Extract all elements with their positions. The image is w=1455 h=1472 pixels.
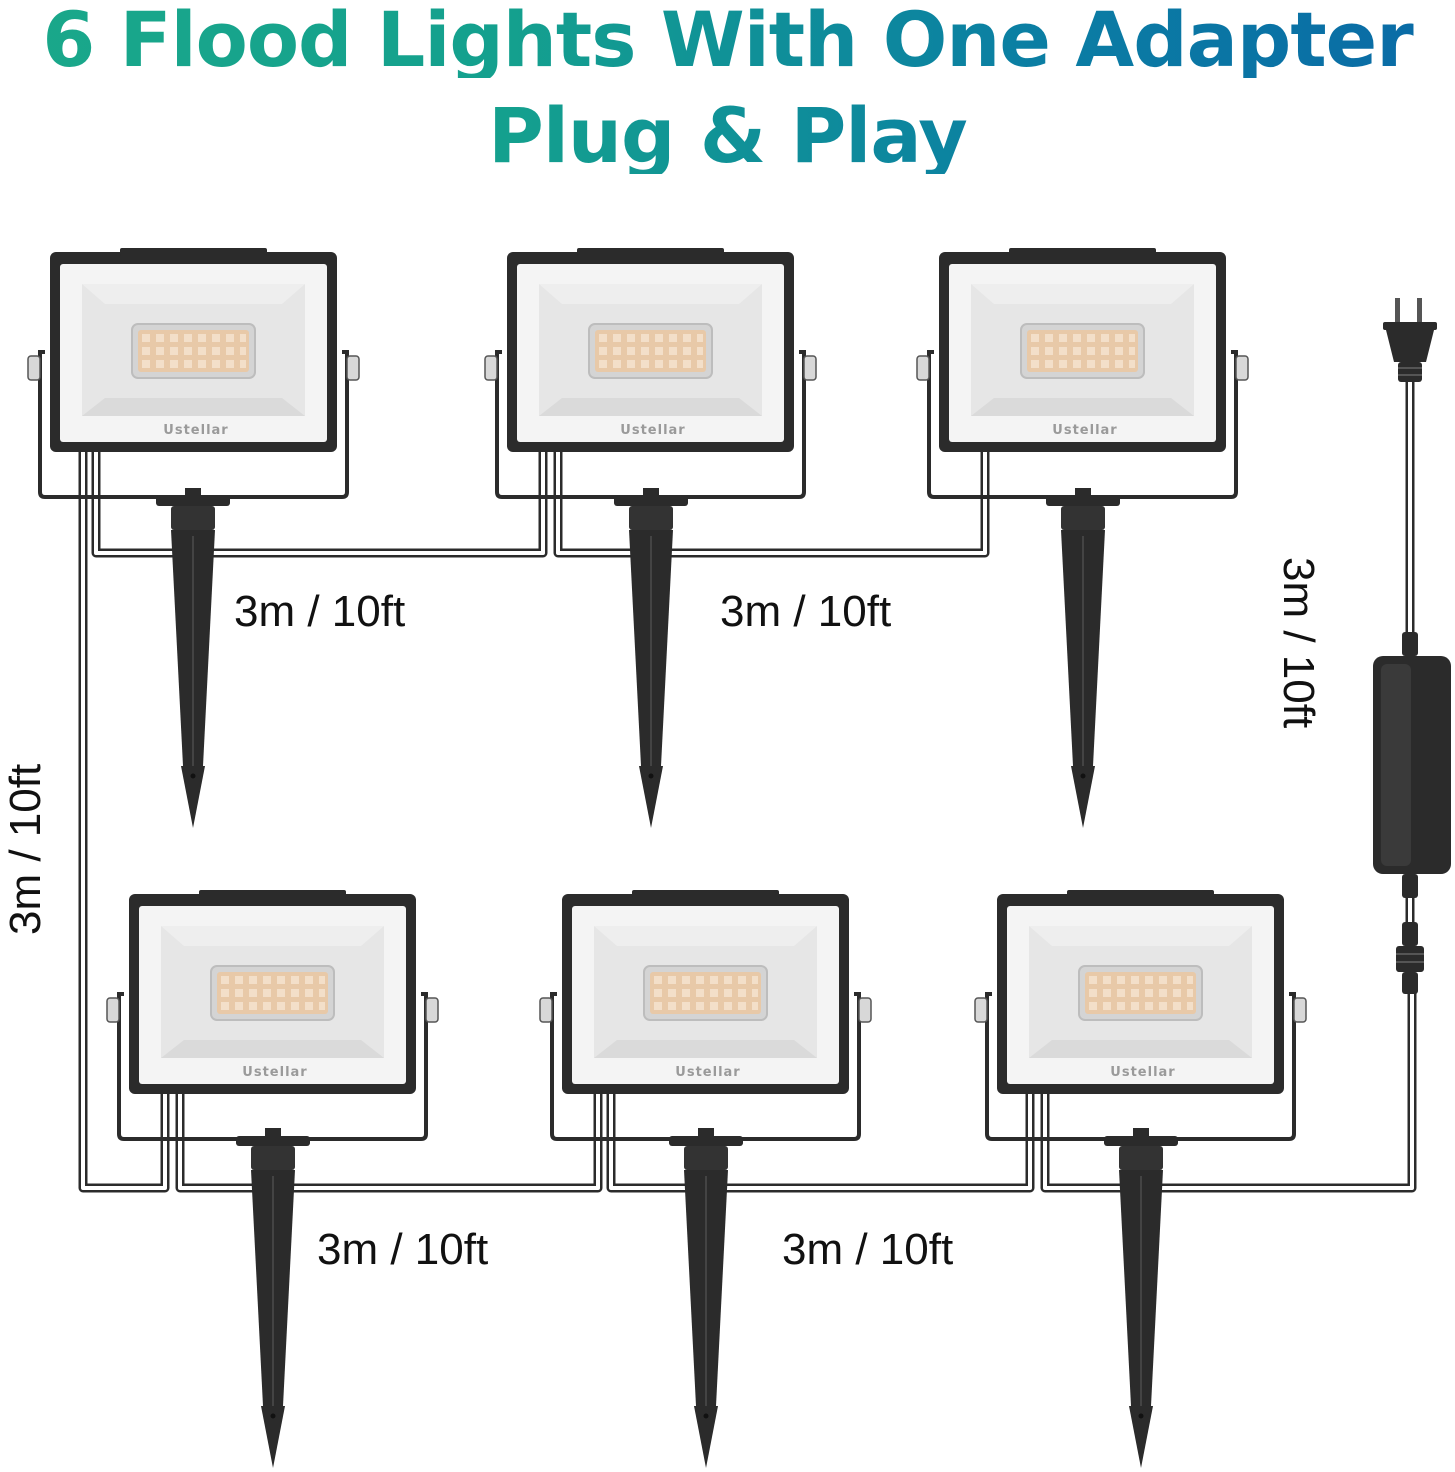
stake-2 <box>613 487 689 829</box>
plug-icon <box>1383 298 1437 382</box>
flood-light-icon: Ustellar <box>483 246 818 499</box>
stake-6 <box>1103 1127 1179 1469</box>
brand-label: Ustellar <box>242 1065 307 1080</box>
flood-light-icon: Ustellar <box>538 888 873 1141</box>
title-line-1: 6 Flood Lights With One Adapter <box>0 2 1455 78</box>
cable-label-top-left: 3m / 10ft <box>234 587 405 636</box>
brand-label: Ustellar <box>163 423 228 438</box>
stake-5 <box>668 1127 744 1469</box>
brand-label: Ustellar <box>1110 1065 1175 1080</box>
brand-label: Ustellar <box>620 423 685 438</box>
flood-light-icon: Ustellar <box>973 888 1308 1141</box>
flood-light-icon: Ustellar <box>915 246 1250 499</box>
brand-label: Ustellar <box>675 1065 740 1080</box>
flood-light-icon: Ustellar <box>26 246 361 499</box>
cable-label-left-vertical: 3m / 10ft <box>1 764 50 935</box>
stake-1 <box>155 487 231 829</box>
stake-4 <box>235 1127 311 1469</box>
stake-3 <box>1045 487 1121 829</box>
title-line-2: Plug & Play <box>0 98 1455 174</box>
power-adapter-icon <box>1373 632 1451 994</box>
flood-light-icon: Ustellar <box>105 888 440 1141</box>
brand-label: Ustellar <box>1052 423 1117 438</box>
cable-label-bottom-right: 3m / 10ft <box>782 1225 953 1274</box>
cable-label-bottom-left: 3m / 10ft <box>317 1225 488 1274</box>
cables <box>78 380 1417 1193</box>
cable-label-adapter-vertical: 3m / 10ft <box>1274 557 1323 728</box>
cable-label-top-right: 3m / 10ft <box>720 587 891 636</box>
